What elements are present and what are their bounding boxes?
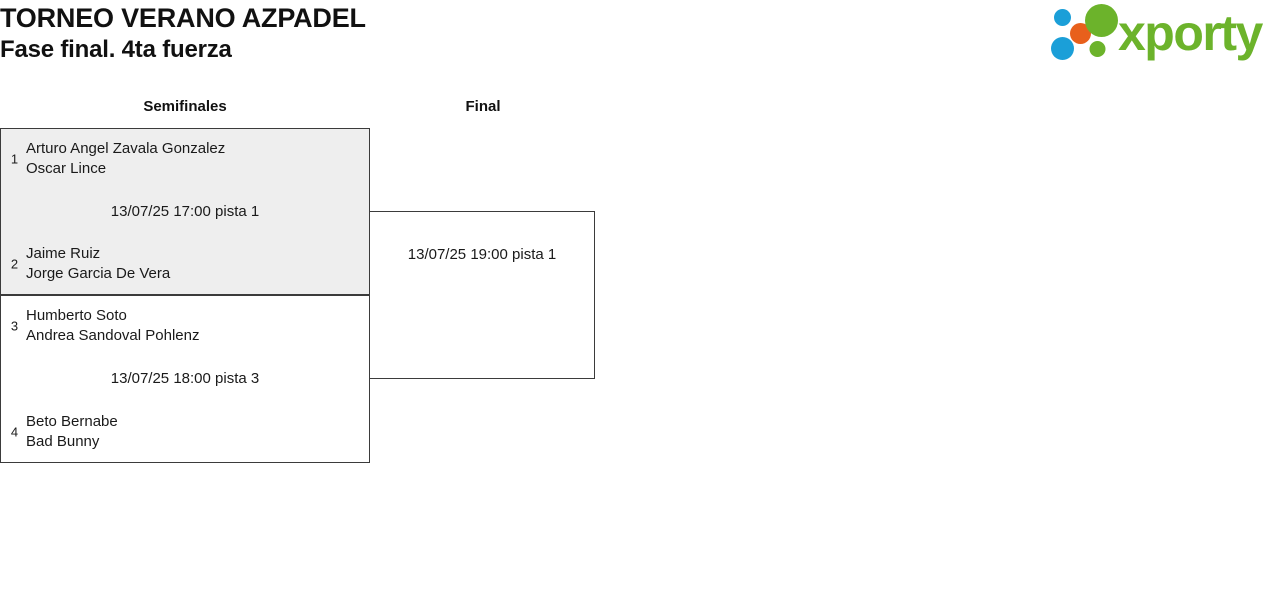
match-team-slot[interactable]: 4 Beto Bernabe Bad Bunny xyxy=(1,411,369,453)
team-seed: 3 xyxy=(10,318,19,334)
round-header-final: Final xyxy=(465,98,501,115)
match-box-semifinal-2[interactable]: 3 Humberto Soto Andrea Sandoval Pohlenz … xyxy=(0,295,370,463)
tournament-title: TORNEO VERANO AZPADEL xyxy=(0,3,366,33)
team-players: Arturo Angel Zavala Gonzalez Oscar Lince xyxy=(26,139,363,179)
xporty-logo[interactable]: xporty xyxy=(1050,3,1274,63)
player-name: Andrea Sandoval Pohlenz xyxy=(26,327,200,344)
player-name: Beto Bernabe xyxy=(26,413,118,430)
player-name: Jorge Garcia De Vera xyxy=(26,265,171,282)
match-schedule-info: 13/07/25 19:00 pista 1 xyxy=(407,246,557,263)
title-block: TORNEO VERANO AZPADEL Fase final. 4ta fu… xyxy=(0,2,366,65)
team-players: Jaime Ruiz Jorge Garcia De Vera xyxy=(26,244,363,284)
team-seed: 4 xyxy=(10,424,19,440)
match-schedule-info: 13/07/25 18:00 pista 3 xyxy=(110,370,260,387)
player-name: Arturo Angel Zavala Gonzalez xyxy=(26,140,226,157)
match-team-slot[interactable]: 1 Arturo Angel Zavala Gonzalez Oscar Lin… xyxy=(1,138,369,180)
match-team-slot[interactable]: 3 Humberto Soto Andrea Sandoval Pohlenz xyxy=(1,305,369,347)
player-name: Jaime Ruiz xyxy=(26,245,101,262)
tournament-subtitle: Fase final. 4ta fuerza xyxy=(0,36,232,63)
player-name: Bad Bunny xyxy=(26,433,100,450)
match-team-slot[interactable]: 2 Jaime Ruiz Jorge Garcia De Vera xyxy=(1,243,369,285)
team-players: Humberto Soto Andrea Sandoval Pohlenz xyxy=(26,306,363,346)
team-seed: 2 xyxy=(10,256,19,272)
match-schedule-info: 13/07/25 17:00 pista 1 xyxy=(110,202,260,220)
team-seed: 1 xyxy=(10,151,19,167)
player-name: Oscar Lince xyxy=(26,160,107,177)
round-header-semifinals: Semifinales xyxy=(143,98,227,115)
match-box-final[interactable]: 13/07/25 19:00 pista 1 xyxy=(369,211,595,379)
player-name: Humberto Soto xyxy=(26,307,127,324)
team-players: Beto Bernabe Bad Bunny xyxy=(26,412,363,452)
page-header: TORNEO VERANO AZPADEL Fase final. 4ta fu… xyxy=(0,0,1280,80)
logo-dots-icon xyxy=(1051,4,1118,60)
logo-wordmark: xporty xyxy=(1118,5,1263,61)
match-box-semifinal-1[interactable]: 1 Arturo Angel Zavala Gonzalez Oscar Lin… xyxy=(0,128,370,295)
